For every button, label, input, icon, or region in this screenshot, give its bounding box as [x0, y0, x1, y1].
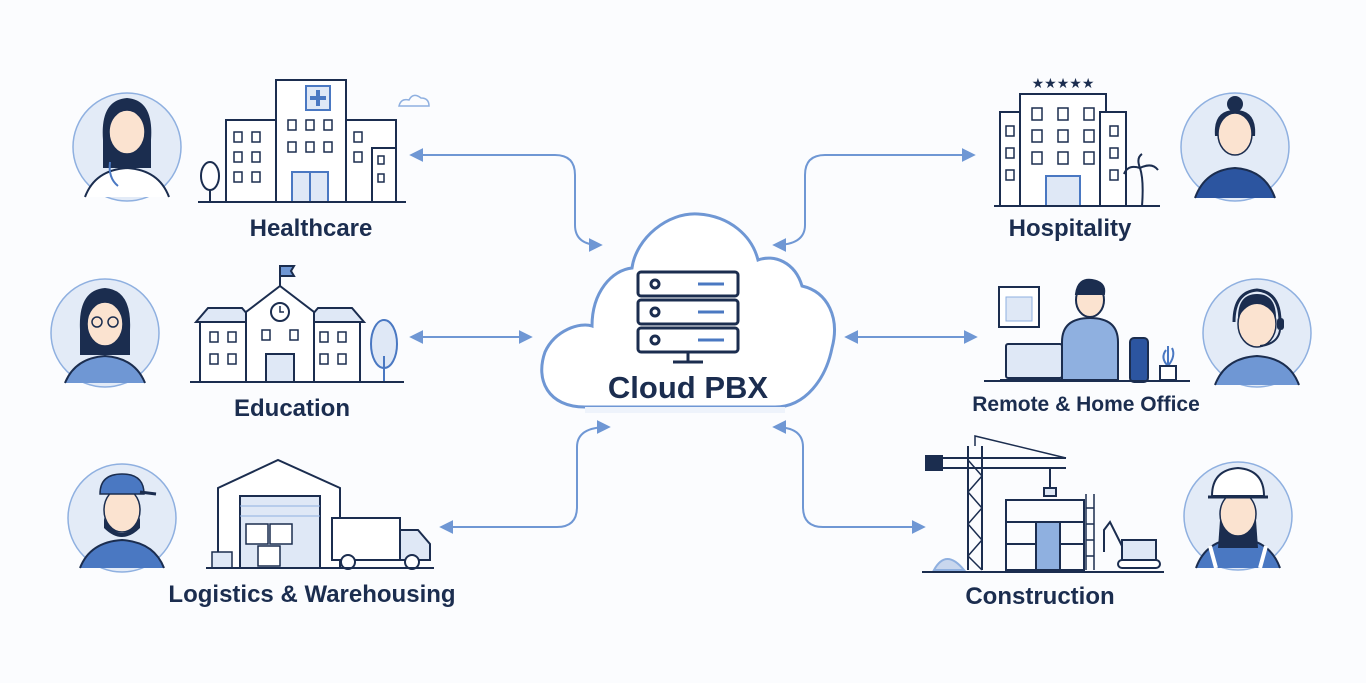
cloud-pbx-node	[540, 212, 836, 413]
healthcare-label: Healthcare	[250, 215, 373, 242]
logistics-label: Logistics & Warehousing	[168, 581, 455, 608]
connector-logistics	[439, 420, 611, 534]
warehouse-truck-icon	[206, 458, 434, 570]
hospitality-label: Hospitality	[1009, 215, 1132, 242]
support-agent-avatar-icon	[1202, 278, 1312, 388]
education-label: Education	[234, 395, 350, 422]
education-group: Education	[50, 265, 404, 422]
remote-group: Remote & Home Office	[972, 278, 1312, 416]
builder-avatar-icon	[1183, 461, 1293, 571]
connector-hospitality	[772, 148, 976, 252]
worker-avatar-icon	[67, 463, 177, 573]
construction-group: Construction	[922, 435, 1293, 610]
home-office-icon	[984, 278, 1190, 383]
hospital-icon	[198, 79, 430, 203]
cloud-shape	[540, 212, 836, 409]
server-rack-icon	[636, 270, 740, 364]
healthcare-group: Healthcare	[72, 79, 430, 242]
hotel-icon: ★★★★★	[994, 76, 1160, 207]
hospitality-group: ★★★★★ Hospitality	[994, 76, 1290, 242]
teacher-avatar-icon	[50, 278, 160, 388]
remote-label: Remote & Home Office	[972, 393, 1200, 416]
logistics-group: Logistics & Warehousing	[67, 458, 456, 608]
cloud-pbx-label: Cloud PBX	[608, 370, 768, 405]
doctor-avatar-icon	[72, 92, 182, 202]
crane-icon	[922, 435, 1164, 573]
receptionist-avatar-icon	[1180, 92, 1290, 202]
school-icon	[190, 265, 404, 383]
connector-construction	[772, 420, 926, 534]
construction-label: Construction	[965, 583, 1114, 610]
connectors	[409, 148, 978, 534]
five-stars-icon: ★★★★★	[1032, 76, 1095, 92]
connector-healthcare	[409, 148, 603, 252]
